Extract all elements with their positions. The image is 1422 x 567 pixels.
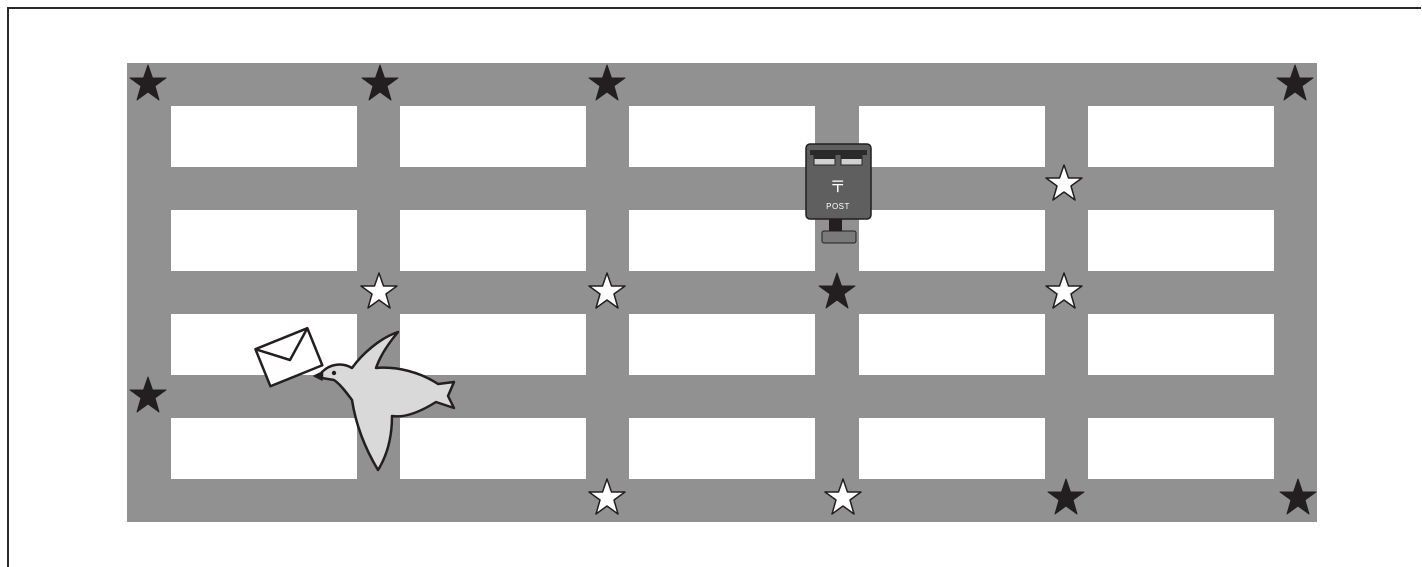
- city-block: [1088, 314, 1274, 375]
- city-block: [171, 418, 357, 479]
- city-block: [400, 106, 586, 167]
- city-block: [171, 106, 357, 167]
- city-block: [629, 210, 815, 271]
- city-block: [1088, 418, 1274, 479]
- city-block: [859, 418, 1045, 479]
- city-block: [859, 314, 1045, 375]
- city-block: [859, 210, 1045, 271]
- city-block: [400, 418, 586, 479]
- city-block: [400, 210, 586, 271]
- city-block: [629, 418, 815, 479]
- city-block: [171, 210, 357, 271]
- city-block: [400, 314, 586, 375]
- city-block: [629, 106, 815, 167]
- city-block: [1088, 106, 1274, 167]
- city-block: [1088, 210, 1274, 271]
- city-block: [629, 314, 815, 375]
- post-box-label: POST: [826, 202, 850, 211]
- city-block: [859, 106, 1045, 167]
- post-box-symbol: 〒: [830, 179, 847, 196]
